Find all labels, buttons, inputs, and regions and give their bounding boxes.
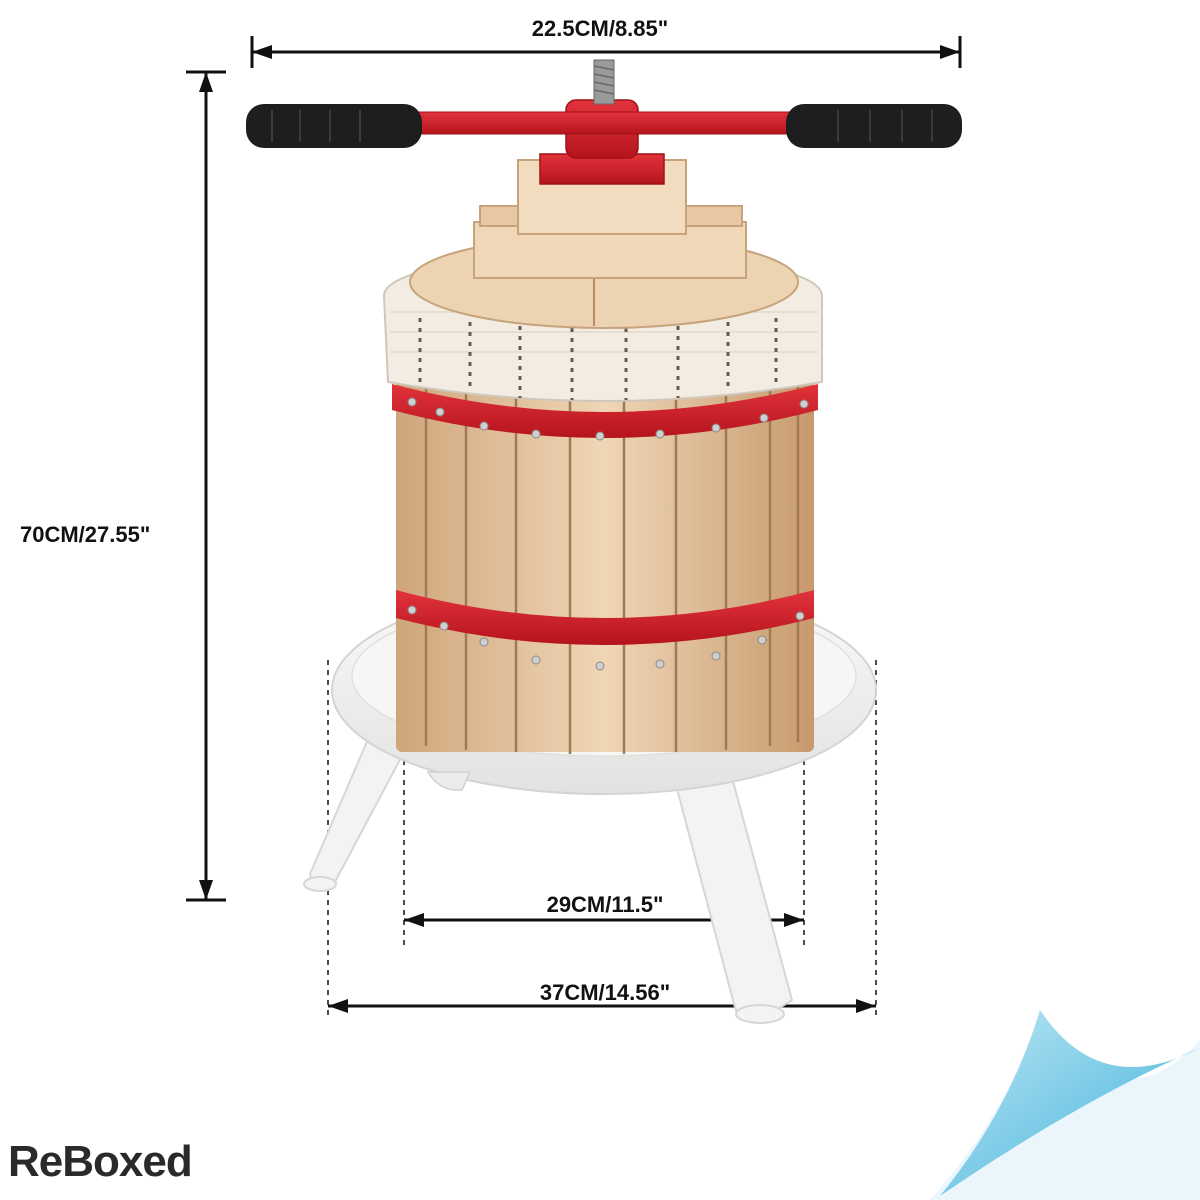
top-width-label: 22.5CM/8.85" [531, 16, 669, 41]
outer-diameter-label: 37CM/14.56" [539, 980, 671, 1005]
barrel-staves [396, 372, 814, 754]
corner-decoration [930, 1010, 1200, 1200]
press-legs [303, 728, 794, 1024]
reboxed-logo: ReBoxed [8, 1137, 193, 1186]
inner-diameter-label: 29CM/11.5" [546, 892, 664, 917]
steel-hoops [392, 384, 818, 671]
press-lid [409, 159, 799, 329]
dimension-lines [186, 36, 962, 1013]
press-handle [246, 59, 962, 185]
height-label: 70CM/27.55" [20, 522, 151, 547]
